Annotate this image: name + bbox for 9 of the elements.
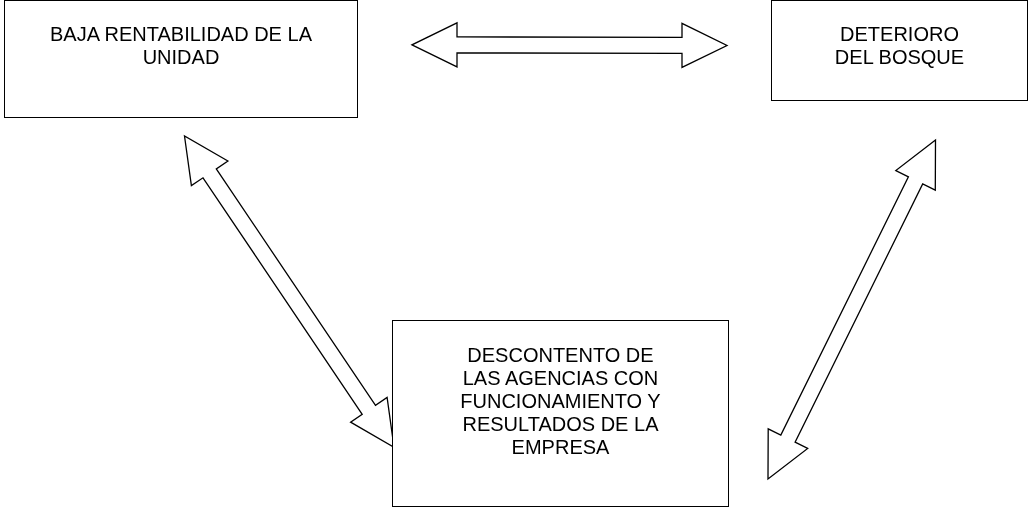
- double-arrow: [183, 134, 395, 449]
- text-box: [392, 320, 729, 507]
- text-box: [4, 0, 358, 118]
- text-box: [771, 0, 1028, 101]
- box-label: BAJA RENTABILIDAD DE LA UNIDAD: [49, 23, 313, 69]
- box-label: DESCONTENTO DE LAS AGENCIAS CON FUNCIONAMIENTO Y RESULTADOS DE LA EMPRESA: [459, 344, 662, 459]
- double-arrow: [767, 138, 937, 481]
- double-arrow: [410, 21, 729, 69]
- box-label: DETERIORO DEL BOSQUE: [833, 23, 966, 69]
